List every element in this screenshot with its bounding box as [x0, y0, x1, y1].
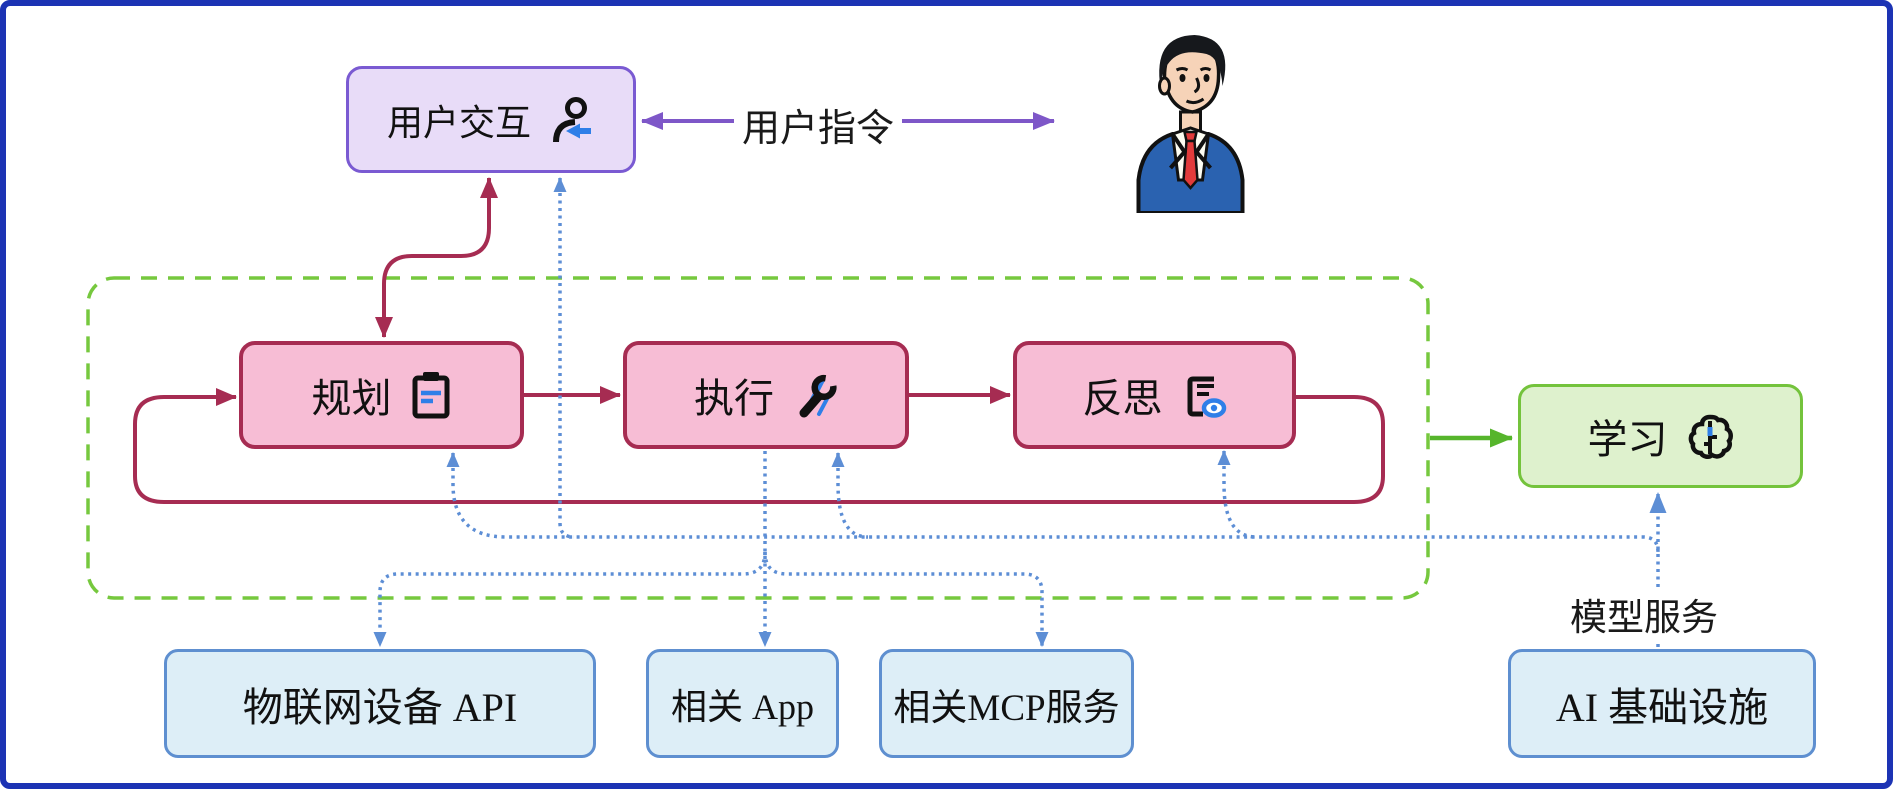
- user-command-edge-label: 用户指令: [734, 97, 903, 152]
- model-service-edge-label: 模型服务: [1562, 587, 1726, 641]
- edge-model-service-bus-to-planning: [446, 452, 1660, 553]
- node-learning: 学习: [1518, 384, 1803, 488]
- brain-icon: [1688, 414, 1733, 459]
- node-execution-label: 执行: [694, 376, 774, 422]
- node-reflection-label: 反思: [1082, 376, 1163, 422]
- node-user-interaction-label: 用户交互: [386, 102, 531, 144]
- edge-execution-to-mcp-service: [763, 551, 1049, 647]
- clipboard-icon: [412, 372, 449, 419]
- node-mcp-service-label: 相关MCP服务: [893, 687, 1120, 729]
- document-eye-icon: [1187, 376, 1226, 418]
- node-planning-label: 规划: [311, 376, 392, 422]
- node-mcp-service: 相关MCP服务: [879, 649, 1134, 758]
- edge-model-service-to-reflection: [1217, 450, 1257, 539]
- user-return-icon: [553, 96, 591, 142]
- node-reflection: 反思: [1013, 341, 1296, 449]
- wrench-icon: [799, 374, 837, 418]
- user-person-figure: [1136, 35, 1245, 213]
- edge-model-service-to-execution: [831, 452, 869, 539]
- edge-user-interaction-planning-bidirectional: [375, 177, 498, 338]
- edge-execution-to-iot-api: [373, 551, 767, 647]
- node-user-interaction: 用户交互: [346, 66, 636, 173]
- node-ai-infra: AI 基础设施: [1508, 649, 1816, 758]
- node-related-app-label: 相关 App: [671, 686, 814, 727]
- node-learning-label: 学习: [1587, 417, 1668, 463]
- node-planning: 规划: [239, 341, 524, 449]
- node-execution: 执行: [623, 341, 909, 449]
- edge-model-service-to-user-interaction: [553, 177, 575, 539]
- node-iot-api: 物联网设备 API: [164, 649, 596, 758]
- node-iot-api-label: 物联网设备 API: [242, 684, 518, 730]
- node-ai-infra-label: AI 基础设施: [1555, 684, 1769, 730]
- node-related-app: 相关 App: [646, 649, 839, 758]
